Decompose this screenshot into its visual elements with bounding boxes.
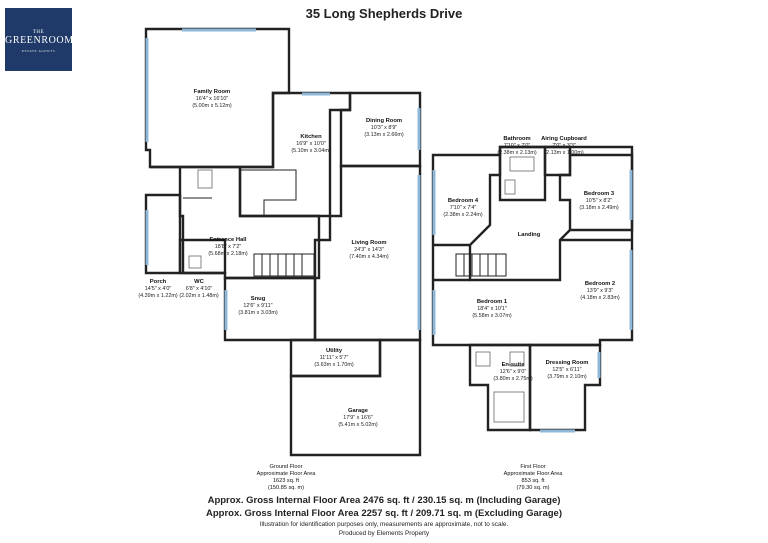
bathroom-name: Bathroom — [503, 136, 530, 142]
garage-name: Garage — [348, 408, 369, 414]
bedroom-4-imperial: 7'10" x 7'4" — [450, 205, 477, 211]
en-suite-imperial: 12'6" x 9'0" — [500, 369, 527, 375]
garage-metric: (5.41m x 5.02m) — [338, 422, 377, 428]
en-suite-name: En-suite — [502, 362, 526, 368]
ground-floor-area-label: Approximate Floor Area — [257, 471, 317, 477]
dining-room-metric: (3.13m x 2.66m) — [364, 132, 403, 138]
first-floor-sqm: (79.30 sq. m) — [517, 485, 550, 491]
first-floor-sqft: 853 sq. ft — [521, 478, 544, 484]
kitchen-name: Kitchen — [300, 134, 322, 140]
kitchen-imperial: 16'9" x 10'0" — [296, 141, 326, 147]
bedroom-2-imperial: 13'9" x 9'3" — [587, 288, 614, 294]
living-room-imperial: 24'3" x 14'3" — [354, 247, 384, 253]
family-room-imperial: 16'4" x 16'10" — [196, 96, 229, 102]
page-title: 35 Long Shepherds Drive — [305, 6, 463, 21]
bedroom-4-name: Bedroom 4 — [448, 198, 479, 204]
gross-area-excluding-garage: Approx. Gross Internal Floor Area 2257 s… — [205, 508, 562, 519]
airing-cupboard-metric: (2.13m x 1.00m) — [544, 150, 583, 156]
bedroom-1-name: Bedroom 1 — [477, 299, 508, 305]
logo-line-1: THE — [32, 30, 45, 35]
first-floor-label: First Floor — [520, 464, 545, 470]
porch-imperial: 14'5" x 4'0" — [145, 286, 172, 292]
bedroom-3-name: Bedroom 3 — [584, 191, 615, 197]
gross-area-including-garage: Approx. Gross Internal Floor Area 2476 s… — [207, 495, 561, 506]
utility-name: Utility — [326, 348, 343, 354]
dining-room-imperial: 10'3" x 8'9" — [371, 125, 398, 131]
living-room-name: Living Room — [351, 240, 386, 246]
ground-stairs — [253, 253, 315, 277]
wc-metric: (2.02m x 1.48m) — [179, 293, 218, 299]
producer-credit: Produced by Elements Property — [338, 530, 430, 537]
first-stairs — [455, 253, 507, 277]
bedroom-1-metric: (5.58m x 3.07m) — [472, 313, 511, 319]
wc-imperial: 6'8" x 4'10" — [186, 286, 213, 292]
first-floor-plan — [431, 145, 634, 433]
dressing-room-name: Dressing Room — [546, 360, 589, 366]
bedroom-2-name: Bedroom 2 — [585, 281, 615, 287]
porch-metric: (4.39m x 1.22m) — [138, 293, 177, 299]
bedroom-3-metric: (3.18m x 2.49m) — [579, 205, 618, 211]
snug-name: Snug — [251, 296, 266, 302]
entrance-hall-metric: (5.68m x 2.18m) — [208, 251, 247, 257]
snug-metric: (3.81m x 3.03m) — [238, 310, 277, 316]
bathroom-metric: (2.38m x 2.13m) — [497, 150, 536, 156]
utility-imperial: 11'11" x 5'7" — [320, 355, 349, 361]
family-room-name: Family Room — [194, 89, 230, 95]
living-room-metric: (7.40m x 4.34m) — [349, 254, 388, 260]
ground-floor-label: Ground Floor — [270, 464, 303, 470]
logo-line-2: GREENROOM — [5, 35, 74, 46]
landing-name: Landing — [518, 232, 541, 238]
ground-floor-sqft: 1623 sq. ft — [273, 478, 300, 484]
logo-line-3: ESTATE AGENTS — [21, 49, 56, 53]
bedroom-4-metric: (2.38m x 2.24m) — [443, 212, 482, 218]
en-suite-metric: (3.80m x 2.75m) — [493, 376, 532, 382]
ground-floor-plan — [144, 27, 422, 457]
ground-floor-sqm: (150.85 sq. m) — [268, 485, 304, 491]
family-room-metric: (5.00m x 5.12m) — [192, 103, 231, 109]
brand-logo: THE GREENROOM ESTATE AGENTS — [5, 8, 74, 71]
garage-imperial: 17'9" x 16'6" — [343, 415, 373, 421]
wc-name: WC — [194, 279, 204, 285]
first-floor-area-label: Approximate Floor Area — [504, 471, 564, 477]
entrance-hall-name: Entrance Hall — [209, 237, 246, 243]
airing-cupboard-imperial: 7'0" x 3'3" — [552, 143, 576, 149]
snug-imperial: 12'6" x 9'11" — [243, 303, 272, 309]
airing-cupboard-name: Airing Cupboard — [541, 136, 587, 142]
dressing-room-imperial: 12'5" x 6'11" — [552, 367, 581, 373]
utility-metric: (3.63m x 1.70m) — [314, 362, 353, 368]
disclaimer: Illustration for identification purposes… — [259, 521, 509, 528]
entrance-hall-imperial: 18'8" x 7'2" — [215, 244, 242, 250]
bedroom-3-imperial: 10'5" x 8'2" — [586, 198, 613, 204]
bedroom-1-imperial: 18'4" x 10'1" — [477, 306, 507, 312]
porch-name: Porch — [150, 279, 167, 285]
kitchen-metric: (5.10m x 3.04m) — [291, 148, 330, 154]
bathroom-imperial: 7'10" x 7'0" — [504, 143, 531, 149]
dressing-room-metric: (3.79m x 2.10m) — [547, 374, 586, 380]
dining-room-name: Dining Room — [366, 118, 402, 124]
bedroom-2-metric: (4.18m x 2.83m) — [580, 295, 619, 301]
